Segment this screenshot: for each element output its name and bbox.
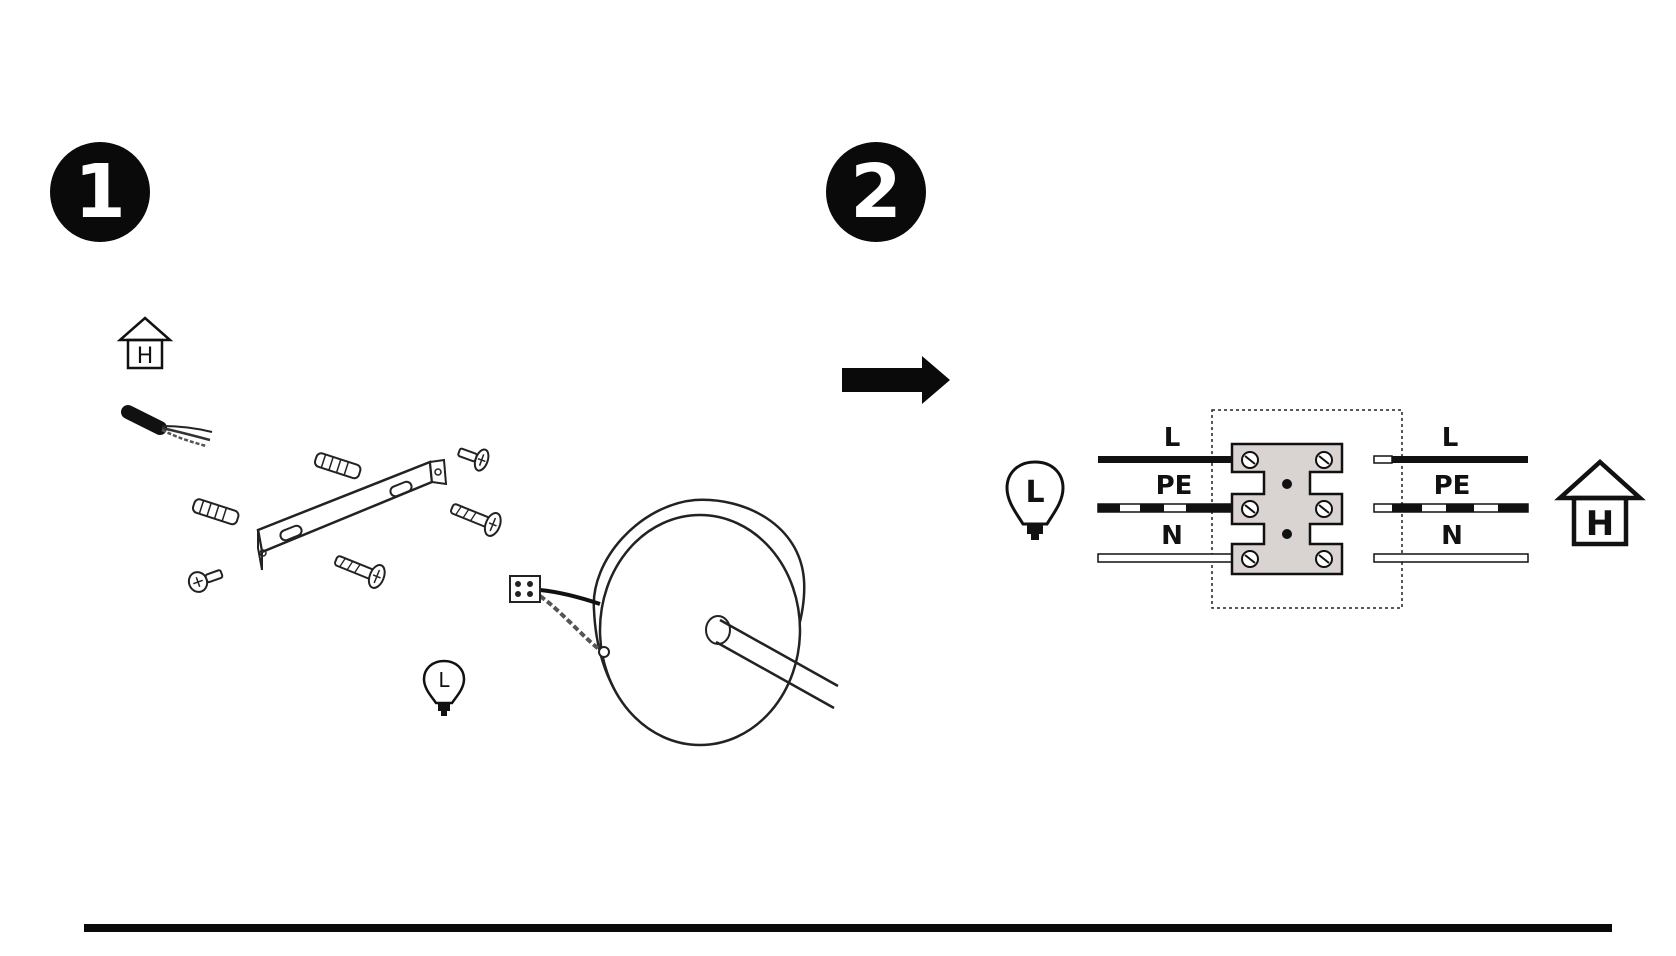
mounting-bracket [256,458,448,571]
lamp-symbol-small: L [422,659,466,716]
screw-right-long [450,503,502,537]
mains-cable [121,405,213,448]
right-label-PE: PE [1434,471,1471,501]
wall-plug-lower [191,498,240,526]
screw-left-short [187,569,224,593]
bottom-divider [84,924,1612,932]
arrow-right-icon [842,356,950,404]
lamp-symbol-small-letter: L [438,668,450,692]
left-wire-N [1097,553,1233,563]
step-1-badge: 1 [50,142,150,242]
terminal-screws [1241,451,1333,568]
left-label-PE: PE [1156,471,1193,501]
step-2-badge: 2 [826,142,926,242]
lamp-canopy [592,498,839,747]
lamp-cable [509,575,602,652]
right-label-L: L [1442,423,1459,453]
terminal-block [1230,442,1344,576]
house-symbol-small: H [116,316,174,370]
left-label-L: L [1164,423,1181,453]
screw-top-short [457,447,490,472]
left-wire-PE [1097,503,1233,513]
left-wire-L [1098,456,1232,463]
house-symbol-small-letter: H [137,344,154,369]
lamp-symbol-large: L [1005,460,1065,540]
wall-plug-upper [313,452,362,480]
right-wire-L [1373,455,1528,464]
left-label-N: N [1161,521,1183,551]
right-wire-N [1373,553,1529,563]
right-label-N: N [1441,521,1463,551]
right-wire-PE [1373,503,1529,513]
lamp-symbol-large-letter: L [1025,475,1044,510]
house-symbol-large-letter: H [1586,504,1614,544]
house-symbol-large: H [1554,458,1646,547]
screw-bottom-long [334,555,386,589]
